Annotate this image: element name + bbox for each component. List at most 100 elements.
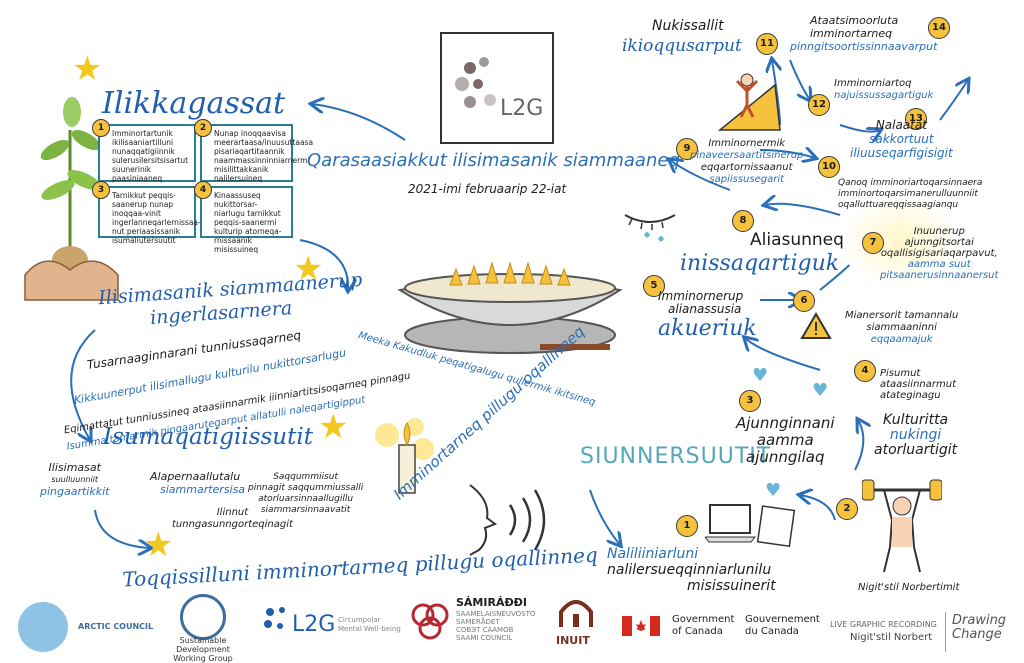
gov-canada-fr: Gouvernement du Canada (745, 614, 820, 638)
step-7-line: ajunngitsortai (904, 237, 974, 248)
star-icon: ★ (318, 407, 349, 447)
step-4-line: Pisumut (880, 368, 921, 379)
recording-label: LIVE GRAPHIC RECORDING (830, 620, 937, 629)
warning-icon (800, 312, 832, 339)
agreement-4-line: tunngasunngorteqinagit (172, 519, 293, 530)
arctic-council-label: ARCTIC COUNCIL (78, 622, 154, 631)
step-3-line: aamma (756, 431, 814, 449)
step-11-line: Nukissallit (652, 18, 724, 34)
gov-canada-fr-line: du Canada (745, 626, 799, 637)
step-6-line: Mianersorit tamannalu (845, 310, 959, 321)
step-14-line: Ataatsimoorluta (810, 14, 899, 27)
agreement-2-line: Alapernaallutalu (150, 470, 241, 483)
l2g-footer-sub: Circumpolar Mental Well-being (338, 616, 401, 634)
isumaqatigiissutit-title: Isumaqatigiissutit (103, 424, 313, 450)
step-5-line: Imminornerup (658, 289, 744, 303)
step-13-badge: 13 (905, 108, 927, 130)
meeting-title: Qarasaasiakkut ilisimasanik siammaaneq (307, 150, 680, 171)
person-on-hill-icon (717, 73, 781, 131)
learning-goal-text: Nunap inoqqaavisa meerartaasa/inuusuttaa… (214, 129, 314, 183)
number-badge: 4 (194, 181, 212, 199)
sdwg-logo-icon (180, 594, 226, 640)
step-8-text: Aliasunneq inissaqartiguk (680, 228, 844, 276)
canada-flag-icon (622, 616, 660, 636)
step-4-line: ataasiinnarmut (880, 379, 956, 390)
step-10-text: Qanoq imminoriartoqarsinnaera imminortoq… (838, 178, 982, 211)
l2g-footer-sub-line: Circumpolar (338, 616, 381, 624)
step-9-line: sapiissusegarit (709, 174, 785, 185)
step-5-badge: 5 (643, 275, 665, 297)
saami-council-names: SAAMELAISNEUVOSTO SAMERÅDET СОВЭТ СААМОВ… (456, 610, 535, 642)
step-14-line: pinngitsoortissinnaavarput (790, 40, 938, 53)
gov-canada-fr-line: Gouvernement (745, 614, 820, 625)
drawing-change-line: Change (952, 627, 1002, 642)
step-2-badge: 2 (836, 498, 858, 520)
step-10-badge: 10 (818, 156, 840, 178)
divider (945, 612, 946, 652)
agreement-3-line: Saqqummiisut (273, 472, 339, 482)
number-badge: 1 (92, 119, 110, 137)
agreement-1-line: suulluunniit (51, 475, 99, 484)
saami-council-logo-icon (408, 600, 452, 644)
step-6-badge: 6 (793, 290, 815, 312)
step-9-badge: 9 (676, 138, 698, 160)
step-12-line: najuissussagartiguk (834, 90, 934, 101)
l2g-footer-sub-line: Mental Well-being (338, 625, 401, 633)
learning-goal-box-3: 3 Tarnikkut peqqis-saanerup nunap inoqqa… (92, 181, 201, 245)
siunnersuutit-title: SIUNNERSUUTIT (580, 444, 772, 469)
qulliq-lamp-icon (397, 261, 623, 354)
l2g-logo-text: L2G (500, 96, 544, 121)
step-8-badge: 8 (732, 210, 754, 232)
person-caption: Nigit'stil Norbertimit (858, 582, 960, 593)
step-3-line: ajunngilaq (746, 448, 825, 466)
step-5-line: akueriuk (658, 316, 757, 341)
l2g-footer-mark-icon (262, 604, 292, 638)
step-13-line: iliuuseqarfigisigit (850, 146, 953, 160)
saami-council-name: SAAMELAISNEUVOSTO (456, 610, 536, 618)
step-9-line: pinaveersaartitsinerup (690, 150, 804, 161)
agreement-2: Alapernaallutalu siammartersisa (150, 470, 245, 496)
step-1-text: Naliliiniarluni nalilersueqqinniarlunilu… (607, 546, 776, 594)
ilikkagassat-title: Ilikkagassat (102, 86, 286, 121)
step-3-line: Ajunnginnani (736, 414, 835, 432)
heart-icon: ♥ (752, 365, 769, 386)
agreement-4-line: Ilinnut (216, 507, 249, 518)
step-7-line: aamma suut (907, 259, 971, 270)
person-lifting-weights-icon (862, 479, 942, 573)
meeting-date: 2021-imi februaarip 22-iat (408, 182, 567, 196)
step-14-line: imminortarneq (810, 27, 893, 40)
agreement-3-line: atorluarsinnaallugillu (258, 494, 354, 504)
step-3-text: Ajunnginnani aamma ajunngilaq (736, 415, 835, 466)
step-3-badge: 3 (739, 390, 761, 412)
step-2-line: Kulturitta (883, 412, 949, 428)
learning-goal-text: Kinaassuseq nukittorsar-niarlugu tarnikk… (214, 191, 282, 254)
step-6-line: siammaaninni (866, 322, 937, 333)
step-9-line: Imminornermik (708, 138, 786, 149)
crying-eye-icon (624, 214, 676, 242)
step-7-line: Inuunerup (913, 226, 965, 237)
number-badge: 3 (92, 181, 110, 199)
learning-goal-box-1: 1 Imminortartunik ikilisaaniartilluni nu… (92, 119, 196, 183)
drawing-change-logo: Drawing Change (952, 614, 1006, 642)
step-7-line: oqallisigisariaqarpavut, (880, 248, 998, 259)
step-1-line: nalilersueqqinniarlunilu (607, 562, 772, 578)
step-1-line: Naliliiniarluni (607, 546, 699, 562)
saami-council-name: SAMERÅDET (456, 618, 500, 626)
step-6-line: eqqaamajuk (870, 334, 933, 345)
step-4-line: atateginagu (880, 390, 941, 401)
step-12-line: Imminorniartoq (834, 78, 912, 89)
step-5-line: alianassusia (668, 302, 742, 316)
saami-council-title: SÁMIRÁÐÐI (456, 596, 527, 609)
gov-canada-en: Government of Canada (672, 614, 734, 638)
plant-in-hands-icon (24, 97, 119, 301)
step-10-line: oqalluttuareqqissaagianqu (838, 200, 959, 210)
step-13-text: Nalaatat sakkortuut iliuuseqarfigisigit (850, 118, 953, 160)
gov-canada-en-line: Government (672, 614, 735, 625)
step-11-badge: 11 (756, 33, 778, 55)
agreement-3-line: siammarsinnaavatit (260, 505, 351, 515)
step-8-line: Aliasunneq (750, 230, 844, 250)
learning-goal-box-2: 2 Nunap inoqqaavisa meerartaasa/inuusutt… (194, 119, 313, 183)
step-4-badge: 4 (854, 360, 876, 382)
agreement-4: Ilinnut tunngasunngorteqinagit (172, 507, 293, 531)
